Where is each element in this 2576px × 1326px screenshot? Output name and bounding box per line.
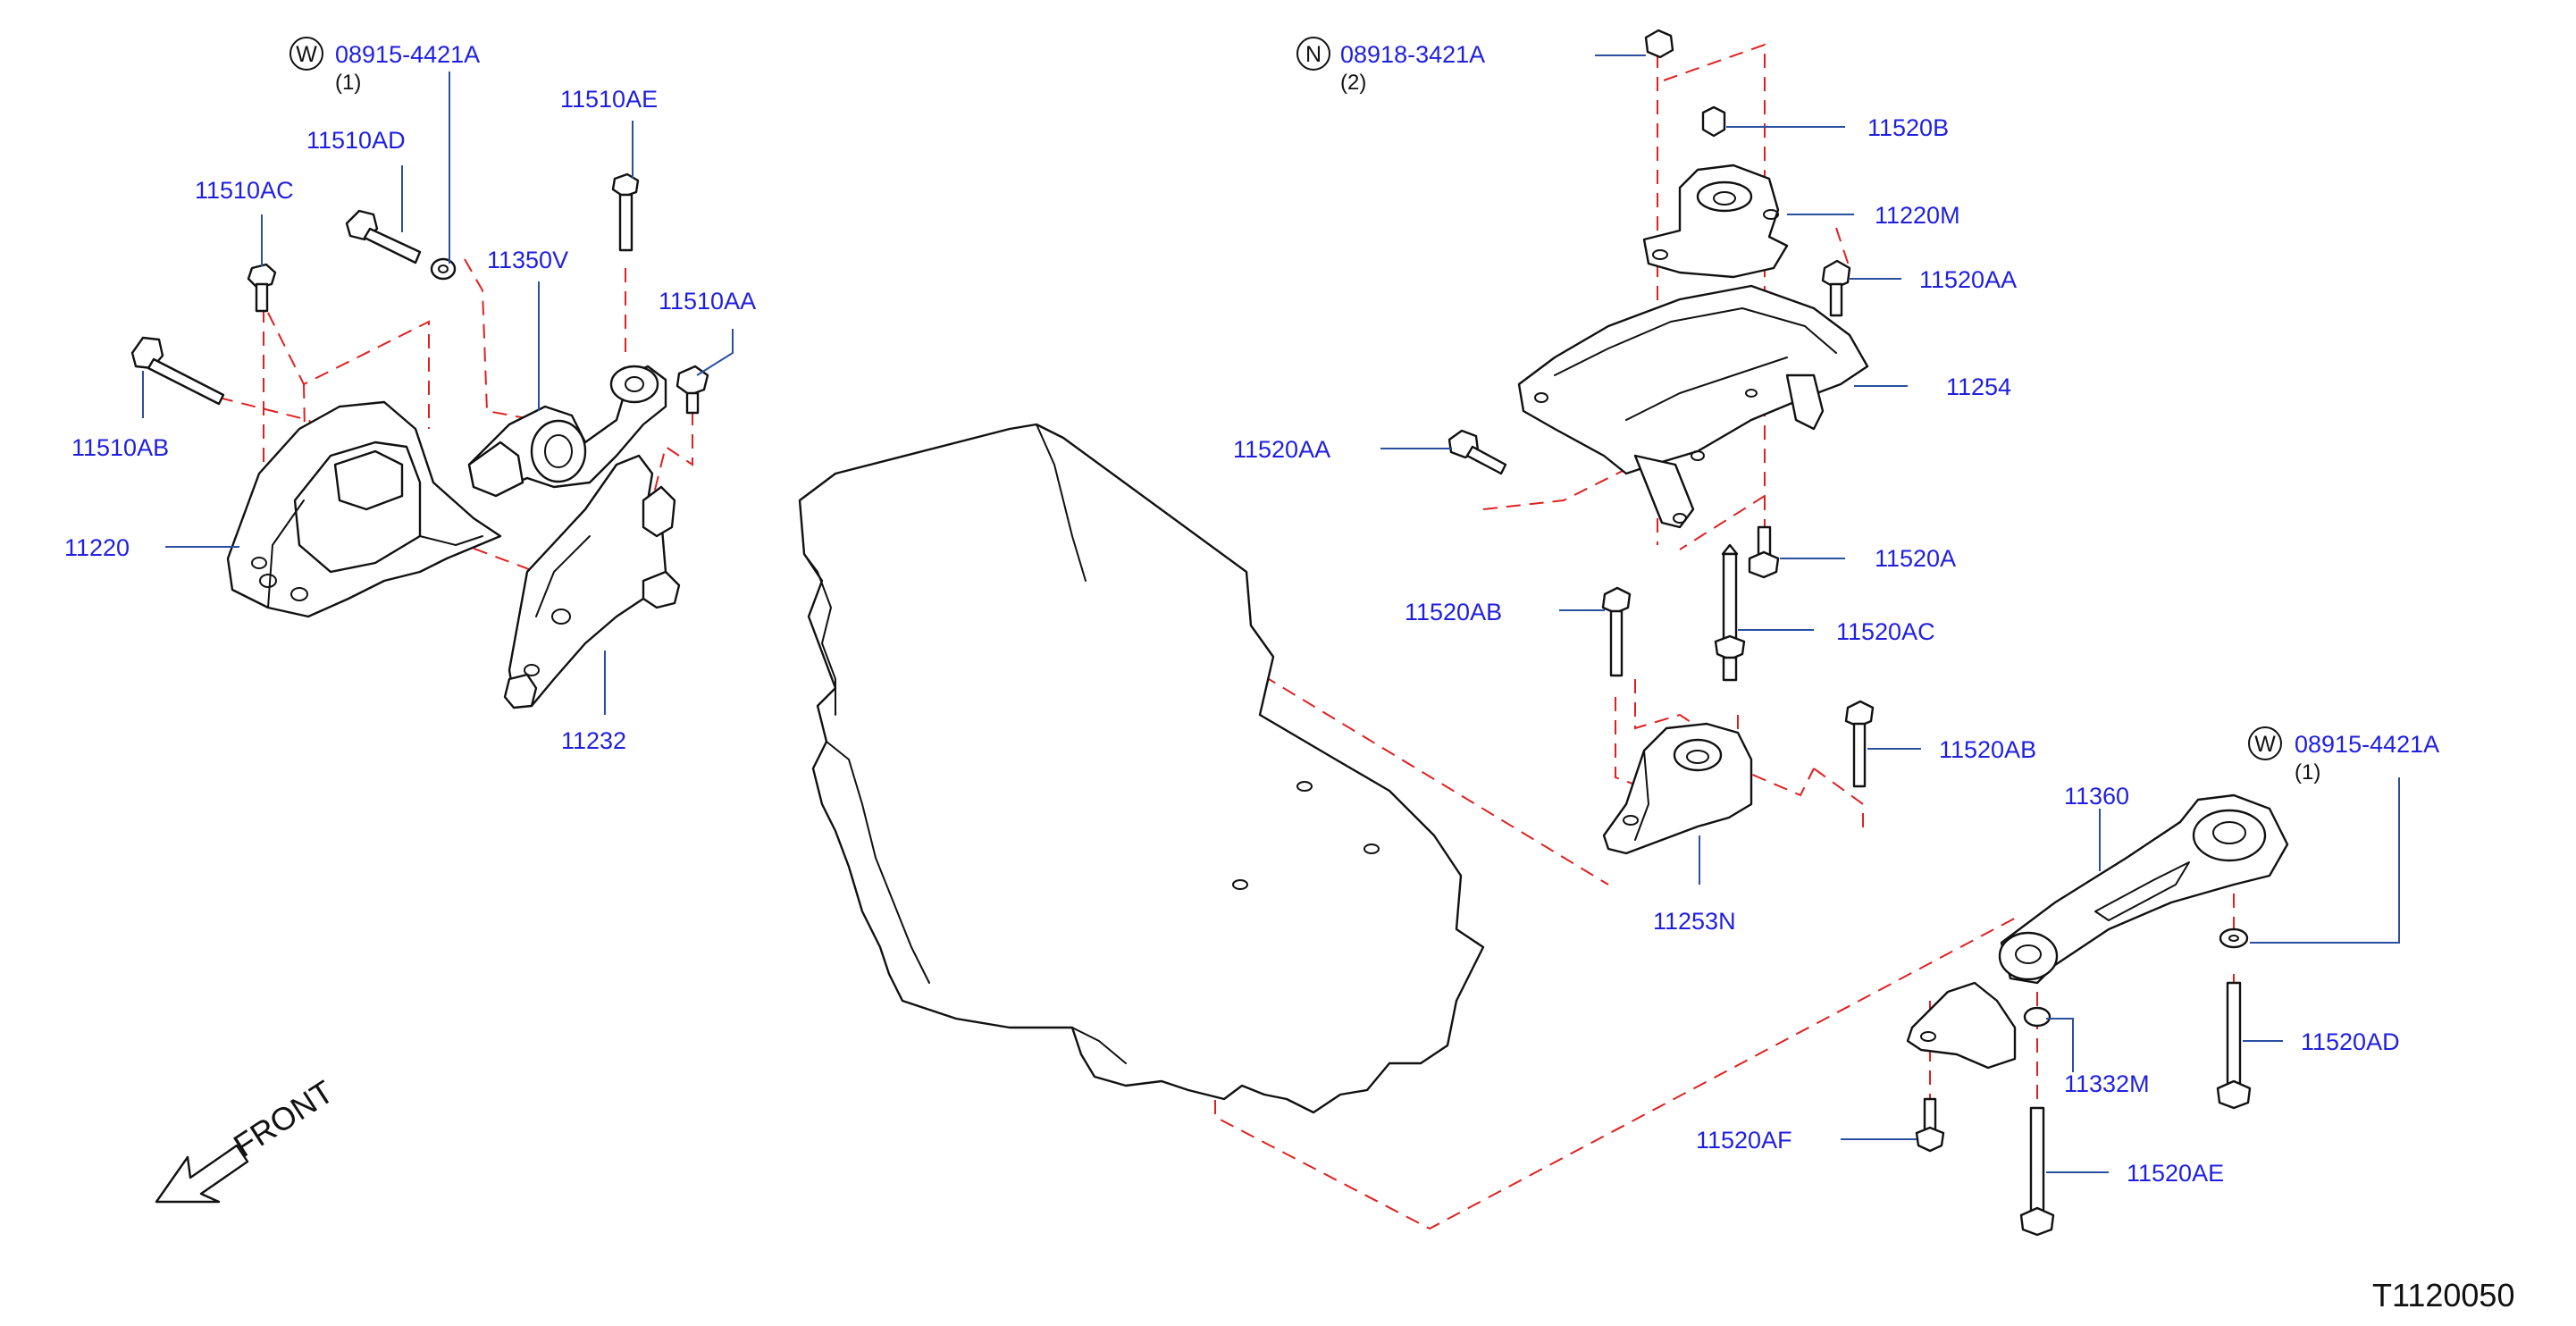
label-11510ab: 11510AB: [71, 434, 169, 461]
front-arrow-icon: [155, 1144, 249, 1204]
part-labels: 11510AD 11510AE 11510AC 11350V 11510AA 1…: [64, 86, 2400, 1187]
stud-11520b: [1701, 105, 1726, 138]
label-11520ab-upper: 11520AB: [1405, 599, 1502, 625]
bolt-11510aa: [675, 365, 709, 415]
part-number-08915-4421a: 08915-4421A: [2295, 731, 2439, 758]
callout-symbol: W: [296, 42, 317, 67]
leader-lines: [142, 55, 2400, 1173]
bolt-11520ae: [2019, 1106, 2055, 1237]
callout-symbol: N: [1305, 42, 1322, 67]
label-11510aa: 11510AA: [659, 288, 756, 315]
bracket-11254: [1517, 284, 1869, 529]
bolt-11510ab: [130, 336, 225, 406]
label-11520ac: 11520AC: [1836, 618, 1935, 645]
label-11520b: 11520B: [1867, 114, 1949, 141]
callout-w2: W 08915-4421A (1): [2248, 726, 2439, 785]
catalog-code: T1120050: [2372, 1277, 2514, 1313]
symbol-circle-w: [289, 37, 323, 71]
quantity-label: (1): [335, 71, 361, 95]
label-11520aa-upper: 11520AA: [1919, 266, 2017, 293]
bracket-11332m: [1906, 981, 2052, 1070]
label-11360: 11360: [2064, 783, 2129, 810]
symbol-circle-n: [1296, 37, 1330, 71]
stud-11520ac: [1714, 543, 1746, 682]
label-11510ae: 11510AE: [560, 86, 658, 113]
label-11520af: 11520AF: [1696, 1127, 1792, 1154]
torque-rod-11350v: [467, 365, 667, 498]
part-number-08918-3421a: 08918-3421A: [1340, 41, 1485, 68]
label-11520aa-side: 11520AA: [1233, 436, 1330, 463]
mount-insulator-11220m: [1642, 164, 1789, 279]
label-11520ae: 11520AE: [2127, 1160, 2224, 1187]
bolt-11510ae: [611, 172, 640, 252]
bolt-11520a: [1748, 525, 1780, 579]
bolt-11520aa-upper: [1821, 259, 1851, 317]
label-11232: 11232: [561, 727, 626, 754]
washer-08915-4421a-left: [430, 257, 457, 281]
label-11520ad: 11520AD: [2301, 1028, 2400, 1055]
nut-08918-3421a: [1644, 29, 1674, 59]
callout-n1: N 08918-3421A (2): [1296, 37, 1485, 95]
bolt-11520ad: [2216, 981, 2252, 1110]
bolt-11520af: [1915, 1097, 1945, 1153]
callout-w1: W 08915-4421A (1): [289, 37, 480, 95]
quantity-label: (2): [1340, 71, 1366, 95]
label-11350v: 11350V: [487, 247, 568, 273]
label-11510ad: 11510AD: [306, 127, 406, 154]
torque-rod-11360: [1998, 793, 2289, 985]
label-11520ab-lower: 11520AB: [1939, 736, 2036, 763]
symbol-circle-w: [2248, 726, 2282, 760]
bolt-11520ab-upper: [1601, 586, 1632, 677]
front-label: FRONT: [227, 1073, 340, 1164]
label-11220m: 11220M: [1875, 202, 1960, 229]
bolt-11520ab-lower: [1844, 700, 1875, 788]
engine-mount-11220: [226, 400, 502, 618]
bolt-11510ad: [345, 209, 422, 264]
bolt-11510ac: [247, 263, 277, 313]
front-direction-indicator: FRONT: [155, 1073, 340, 1204]
label-11332m: 11332M: [2064, 1070, 2150, 1097]
callout-symbol: W: [2254, 732, 2276, 757]
bracket-11232: [503, 454, 681, 709]
engine-block: [798, 423, 1485, 1114]
label-11510ac: 11510AC: [195, 177, 294, 204]
bolt-11520aa-side: [1447, 429, 1507, 475]
label-11253n: 11253N: [1653, 908, 1736, 935]
quantity-label: (1): [2295, 760, 2320, 785]
label-11254: 11254: [1946, 373, 2011, 400]
part-number-08915-4421a: 08915-4421A: [335, 41, 480, 68]
bracket-11253n: [1602, 722, 1753, 855]
label-11220: 11220: [64, 534, 130, 561]
label-11520a: 11520A: [1875, 545, 1956, 572]
washer-08915-4421a-right: [2219, 927, 2249, 949]
